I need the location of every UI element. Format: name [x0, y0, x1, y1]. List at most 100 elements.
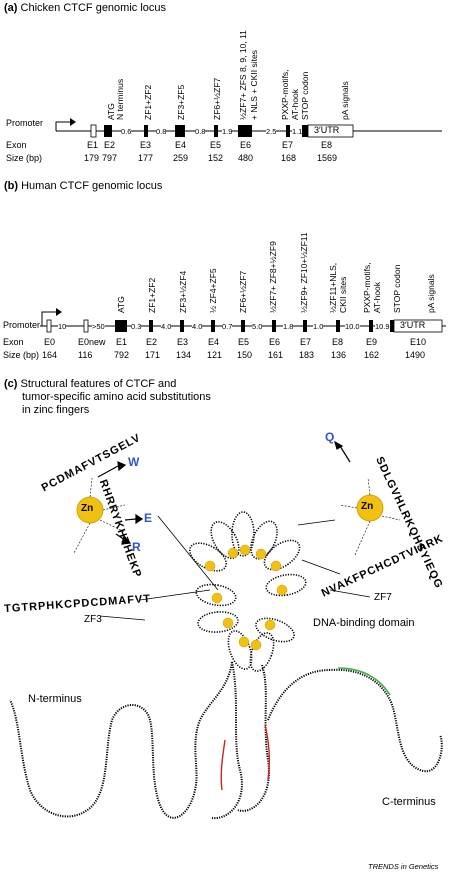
chicken-exon-E7: E7: [282, 140, 294, 150]
human-exon-E10: E10: [410, 337, 427, 347]
human-annot-e9a: PXXP-motifs,: [362, 262, 372, 313]
chicken-annot-e7b: AT-hook: [290, 88, 300, 120]
chicken-annot-pa: pA signals: [340, 81, 350, 120]
human-annot-e5: ZF6+½ZF7: [238, 270, 248, 313]
human-exon-E8: E8: [332, 337, 344, 347]
human-gene-structure: [4, 308, 446, 333]
human-size-E9: 162: [364, 350, 380, 360]
human-intron-7: 5.0: [252, 322, 263, 331]
chicken-promoter-label: Promoter: [6, 118, 44, 128]
panel-b-title: (b) Human CTCF genomic locus: [4, 180, 162, 192]
panel-c-title: (c) Structural features of CTCF and: [4, 378, 176, 390]
human-exon-E7: E7: [300, 337, 312, 347]
human-size-E0new: 116: [78, 350, 93, 360]
chicken-size-E3: 177: [138, 153, 154, 163]
panel-b-title-text: Human CTCF genomic locus: [21, 180, 163, 192]
zf3-sub-e: E: [144, 511, 153, 525]
chicken-annot-e4: ZF3+ZF5: [176, 84, 186, 120]
human-annot-e7: ½ZF9+ ZF10+½ZF11: [299, 232, 309, 313]
panel-a-title: (a) Chicken CTCF genomic locus: [4, 2, 166, 14]
human-intron-2: >50: [92, 322, 105, 331]
chicken-exon-E3: E3: [140, 140, 152, 150]
chicken-annot-e6b: + NLS + CKII sites: [249, 50, 259, 120]
human-exon-E4: E4: [208, 337, 220, 347]
human-size-E8: 136: [331, 350, 347, 360]
human-promoter-label: Promoter: [3, 320, 41, 330]
human-exon-row-label: Exon: [3, 337, 24, 347]
human-intron-1: 10: [58, 322, 67, 331]
chicken-annot-e7c: STOP codon: [300, 71, 310, 120]
chicken-annot-e6a: ½ZF7+ ZFS 8, 9, 10, 11: [238, 30, 248, 120]
chicken-exon-E8: E8: [321, 140, 333, 150]
journal-credit: TRENDS in Genetics: [368, 862, 439, 871]
zf7-zinc-label: Zn: [361, 501, 374, 512]
panel-c-title-l1: Structural features of CTCF and: [20, 378, 177, 390]
zf3-zinc-label: Zn: [81, 503, 94, 514]
human-size-E10: 1490: [405, 350, 426, 360]
zf3-sub-w: W: [128, 455, 140, 469]
chicken-annot-e3: ZF1+ZF2: [143, 84, 153, 120]
chicken-exon-row-label: Exon: [6, 140, 27, 150]
human-annot-e8b: CKII sites: [338, 276, 348, 313]
c-terminus-label: C-terminus: [382, 796, 436, 808]
human-exon-E1: E1: [116, 337, 128, 347]
human-size-E7: 183: [299, 350, 315, 360]
panel-c-letter: (c): [4, 378, 18, 390]
human-size-E5: 150: [237, 350, 253, 360]
human-size-E1: 792: [114, 350, 130, 360]
human-exon-E0new: E0new: [78, 337, 106, 347]
human-intron-4: 4.0: [161, 322, 172, 331]
human-annot-e8a: ½ZF11+NLS,: [328, 262, 338, 313]
human-annot-pa: pA signals: [426, 274, 436, 313]
panel-a-letter: (a): [4, 2, 18, 14]
zf7-label: ZF7: [374, 592, 392, 603]
chicken-size-E4: 259: [173, 153, 189, 163]
human-intron-8: 1.8: [283, 322, 294, 331]
chicken-intron-6: 1.1: [292, 127, 303, 136]
zf3-label: ZF3: [84, 614, 102, 625]
human-size-E4: 121: [207, 350, 223, 360]
chicken-annot-e7a: PXXP-motifs,: [280, 69, 290, 120]
human-size-E3: 134: [176, 350, 192, 360]
human-intron-6: 0.7: [222, 322, 233, 331]
human-exon-E9: E9: [366, 337, 378, 347]
human-annot-e6: ½ZF7+ ZF8+½ZF9: [268, 241, 278, 313]
panel-a-title-text: Chicken CTCF genomic locus: [20, 2, 167, 14]
chicken-intron-4: 1.9: [222, 127, 233, 136]
protein-structure: [9, 440, 443, 820]
chicken-size-row-label: Size (bp): [6, 153, 43, 163]
human-size-row-label: Size (bp): [3, 350, 40, 360]
chicken-size-E5: 152: [208, 153, 224, 163]
chicken-gene-structure: [55, 118, 442, 138]
chicken-size-E6: 480: [238, 153, 254, 163]
chicken-size-E2: 797: [102, 153, 118, 163]
human-exon-E5: E5: [238, 337, 250, 347]
panel-c-title-2: tumor-specific amino acid substitutions: [22, 391, 211, 403]
human-intron-9: 1.0: [313, 322, 324, 331]
human-size-E6: 161: [268, 350, 284, 360]
human-exon-E0: E0: [44, 337, 56, 347]
chicken-size-E8: 1569: [317, 153, 338, 163]
human-annot-e4: ½ ZF4+ZF5: [208, 268, 218, 313]
chicken-size-E1: 179: [84, 153, 100, 163]
chicken-exon-E2: E2: [104, 140, 116, 150]
panel-c-title-3: in zinc fingers: [22, 404, 90, 416]
chicken-utr-label: 3′UTR: [314, 125, 340, 135]
zf7-sub-q: Q: [325, 430, 335, 444]
zf3-sub-r: R: [132, 540, 141, 554]
human-exon-E6: E6: [269, 337, 281, 347]
n-terminus-label: N-terminus: [28, 693, 82, 705]
chicken-annot-nterm: N terminus: [115, 78, 125, 120]
chicken-size-E7: 168: [281, 153, 297, 163]
human-exon-E3: E3: [177, 337, 189, 347]
human-exon-E2: E2: [146, 337, 158, 347]
human-intron-11: 10.9: [375, 322, 390, 331]
human-size-E2: 171: [145, 350, 161, 360]
chicken-exon-E1: E1: [87, 140, 99, 150]
human-utr-label: 3′UTR: [400, 320, 426, 330]
human-intron-5: 4.0: [192, 322, 203, 331]
human-intron-10: 10.0: [345, 322, 360, 331]
dna-binding-domain-label: DNA-binding domain: [313, 617, 415, 629]
human-annot-e10: STOP codon: [392, 264, 402, 313]
chicken-exon-E5: E5: [210, 140, 222, 150]
